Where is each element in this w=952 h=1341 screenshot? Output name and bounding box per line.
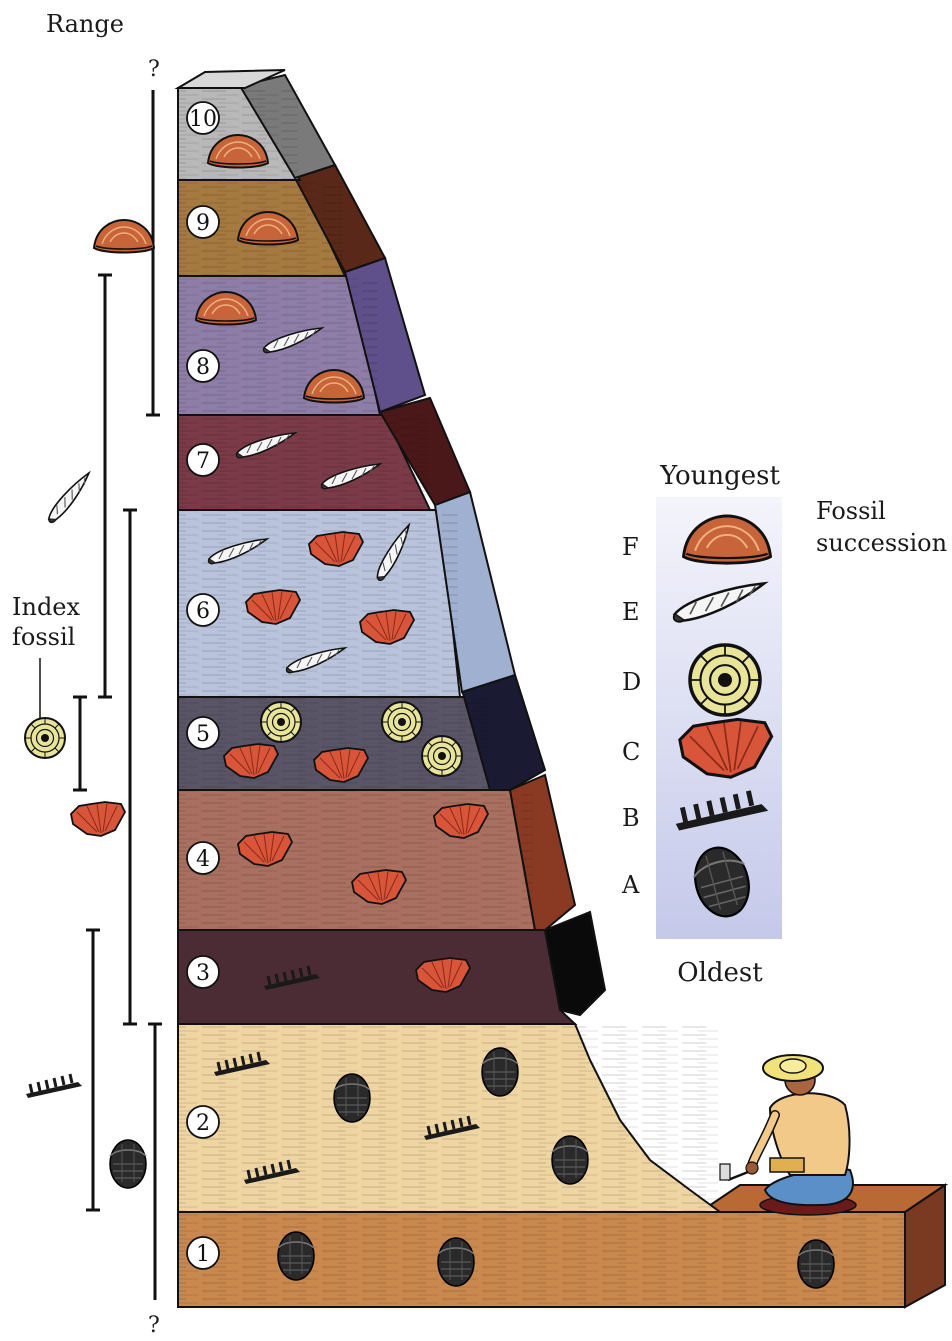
layer-badge-4: 4 bbox=[187, 842, 219, 874]
question-bottom: ? bbox=[148, 1313, 160, 1338]
trilobite-range-icon bbox=[110, 1140, 146, 1188]
range-bar-ammonite bbox=[73, 697, 87, 790]
range-label: Range bbox=[46, 10, 124, 38]
layer-3 bbox=[178, 930, 575, 1024]
oldest-label: Oldest bbox=[677, 958, 763, 988]
legend-letter-c: C bbox=[622, 738, 640, 766]
layer-badge-9: 9 bbox=[187, 206, 219, 238]
index-fossil-label-line2: fossil bbox=[12, 623, 75, 651]
ammonite-fossil bbox=[382, 702, 422, 742]
layer-badge-7: 7 bbox=[187, 444, 219, 476]
legend-letter-d: D bbox=[622, 668, 641, 696]
range-bar-trilobite bbox=[148, 1024, 162, 1300]
snail-range-icon bbox=[38, 473, 101, 524]
range-bar-graptolite bbox=[86, 930, 100, 1210]
clam-range-icon bbox=[94, 220, 154, 253]
svg-text:5: 5 bbox=[196, 722, 210, 747]
layer-badge-3: 3 bbox=[187, 956, 219, 988]
range-bars bbox=[40, 90, 162, 1300]
trilobite-fossil bbox=[278, 1232, 314, 1280]
svg-text:9: 9 bbox=[196, 211, 210, 236]
question-top: ? bbox=[148, 57, 160, 82]
svg-text:6: 6 bbox=[196, 599, 210, 624]
ammonite-fossil bbox=[261, 702, 301, 742]
svg-text:8: 8 bbox=[196, 355, 210, 380]
legend-letter-e: E bbox=[622, 598, 640, 626]
youngest-label: Youngest bbox=[659, 461, 780, 491]
range-fossil-icons bbox=[25, 220, 154, 1188]
trilobite-fossil bbox=[482, 1048, 518, 1096]
legend-letter-f: F bbox=[622, 533, 639, 561]
trilobite-fossil bbox=[552, 1136, 588, 1184]
svg-text:7: 7 bbox=[196, 449, 210, 474]
trilobite-fossil bbox=[438, 1238, 474, 1286]
svg-text:1: 1 bbox=[196, 1242, 210, 1267]
index-fossil-label-line1: Index bbox=[12, 593, 81, 621]
scallop-range-icon bbox=[71, 802, 125, 836]
graptolite-range-icon bbox=[26, 1074, 82, 1098]
trilobite-fossil bbox=[334, 1074, 370, 1122]
legend-ammonite-icon bbox=[690, 645, 760, 715]
succession-legend: Youngest Oldest Fossil succession F E D … bbox=[621, 461, 947, 988]
svg-text:3: 3 bbox=[196, 961, 210, 986]
trilobite-fossil bbox=[798, 1240, 834, 1288]
fossil-succession-label-line2: succession bbox=[816, 529, 947, 557]
layer-badge-6: 6 bbox=[187, 594, 219, 626]
layer-badge-10: 10 bbox=[187, 102, 219, 134]
layer-badge-1: 1 bbox=[187, 1237, 219, 1269]
range-bar-snail bbox=[98, 275, 112, 697]
legend-letter-b: B bbox=[622, 804, 640, 832]
layer-badge-8: 8 bbox=[187, 350, 219, 382]
svg-text:2: 2 bbox=[196, 1111, 210, 1136]
layer-badge-2: 2 bbox=[187, 1106, 219, 1138]
svg-text:4: 4 bbox=[196, 847, 210, 872]
svg-text:10: 10 bbox=[189, 107, 217, 132]
index-fossil-ammonite-icon bbox=[25, 718, 65, 758]
range-bar-scallop bbox=[123, 510, 137, 1024]
ammonite-fossil bbox=[422, 736, 462, 776]
layer-badge-5: 5 bbox=[187, 717, 219, 749]
range-bar-clam bbox=[146, 90, 160, 415]
fossil-succession-label-line1: Fossil bbox=[816, 497, 886, 525]
legend-letter-a: A bbox=[621, 871, 640, 899]
